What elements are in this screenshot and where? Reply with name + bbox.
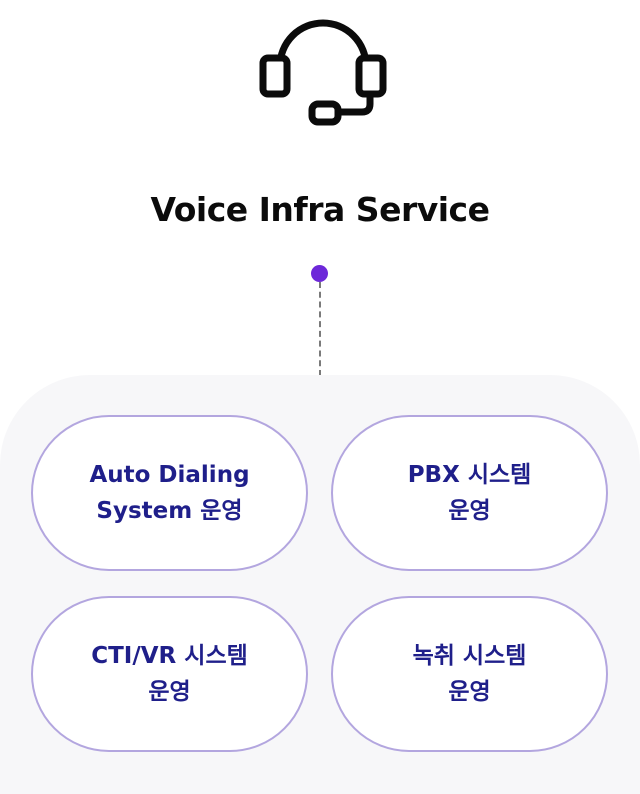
- service-cti-vr: CTI/VR 시스템 운영: [31, 596, 308, 752]
- service-label-line-2: 운영: [448, 679, 491, 705]
- service-label: PBX 시스템 운영: [408, 457, 532, 529]
- service-label-line-1: CTI/VR 시스템: [91, 643, 248, 669]
- service-label: 녹취 시스템 운영: [413, 638, 527, 710]
- connector-dot: [311, 265, 328, 282]
- service-label-line-2: 운영: [448, 498, 491, 524]
- service-label-line-1: Auto Dialing: [89, 462, 250, 488]
- service-label-line-2: System 운영: [96, 498, 243, 524]
- service-label-line-1: PBX 시스템: [407, 462, 532, 488]
- service-label: Auto Dialing System 운영: [89, 457, 249, 529]
- service-label-line-2: 운영: [148, 679, 191, 705]
- service-auto-dialing: Auto Dialing System 운영: [31, 415, 308, 571]
- service-pbx: PBX 시스템 운영: [331, 415, 608, 571]
- connector-line: [319, 282, 321, 376]
- diagram-title: Voice Infra Service: [150, 190, 491, 229]
- service-recording: 녹취 시스템 운영: [331, 596, 608, 752]
- service-label-line-1: 녹취 시스템: [412, 643, 527, 669]
- headset-icon: [259, 19, 387, 126]
- service-label: CTI/VR 시스템 운영: [91, 638, 248, 710]
